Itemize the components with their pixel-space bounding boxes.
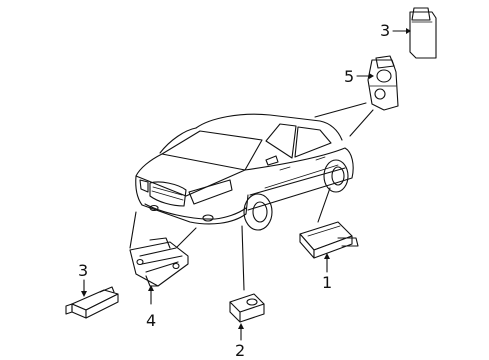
callout-3-top: 3 bbox=[380, 21, 411, 40]
sedan-car-illustration bbox=[135, 113, 354, 231]
svg-text:4: 4 bbox=[146, 311, 156, 330]
callout-2: 2 bbox=[235, 323, 245, 360]
part-3-remote-top bbox=[409, 7, 437, 59]
svg-text:2: 2 bbox=[235, 341, 245, 360]
leader-lines bbox=[129, 102, 374, 291]
svg-text:1: 1 bbox=[322, 273, 332, 292]
svg-text:3: 3 bbox=[380, 21, 390, 40]
part-1-module bbox=[299, 221, 359, 259]
callout-1: 1 bbox=[322, 253, 332, 292]
svg-text:3: 3 bbox=[78, 261, 88, 280]
part-4-bracket bbox=[129, 237, 189, 287]
callout-3-left: 3 bbox=[78, 261, 88, 297]
part-2-tpms-sensor bbox=[229, 293, 265, 323]
callout-5: 5 bbox=[344, 67, 374, 86]
callout-4: 4 bbox=[146, 285, 156, 330]
part-5-sensor-housing bbox=[367, 55, 399, 111]
part-3-remote-left bbox=[65, 286, 119, 319]
svg-text:5: 5 bbox=[344, 67, 354, 86]
